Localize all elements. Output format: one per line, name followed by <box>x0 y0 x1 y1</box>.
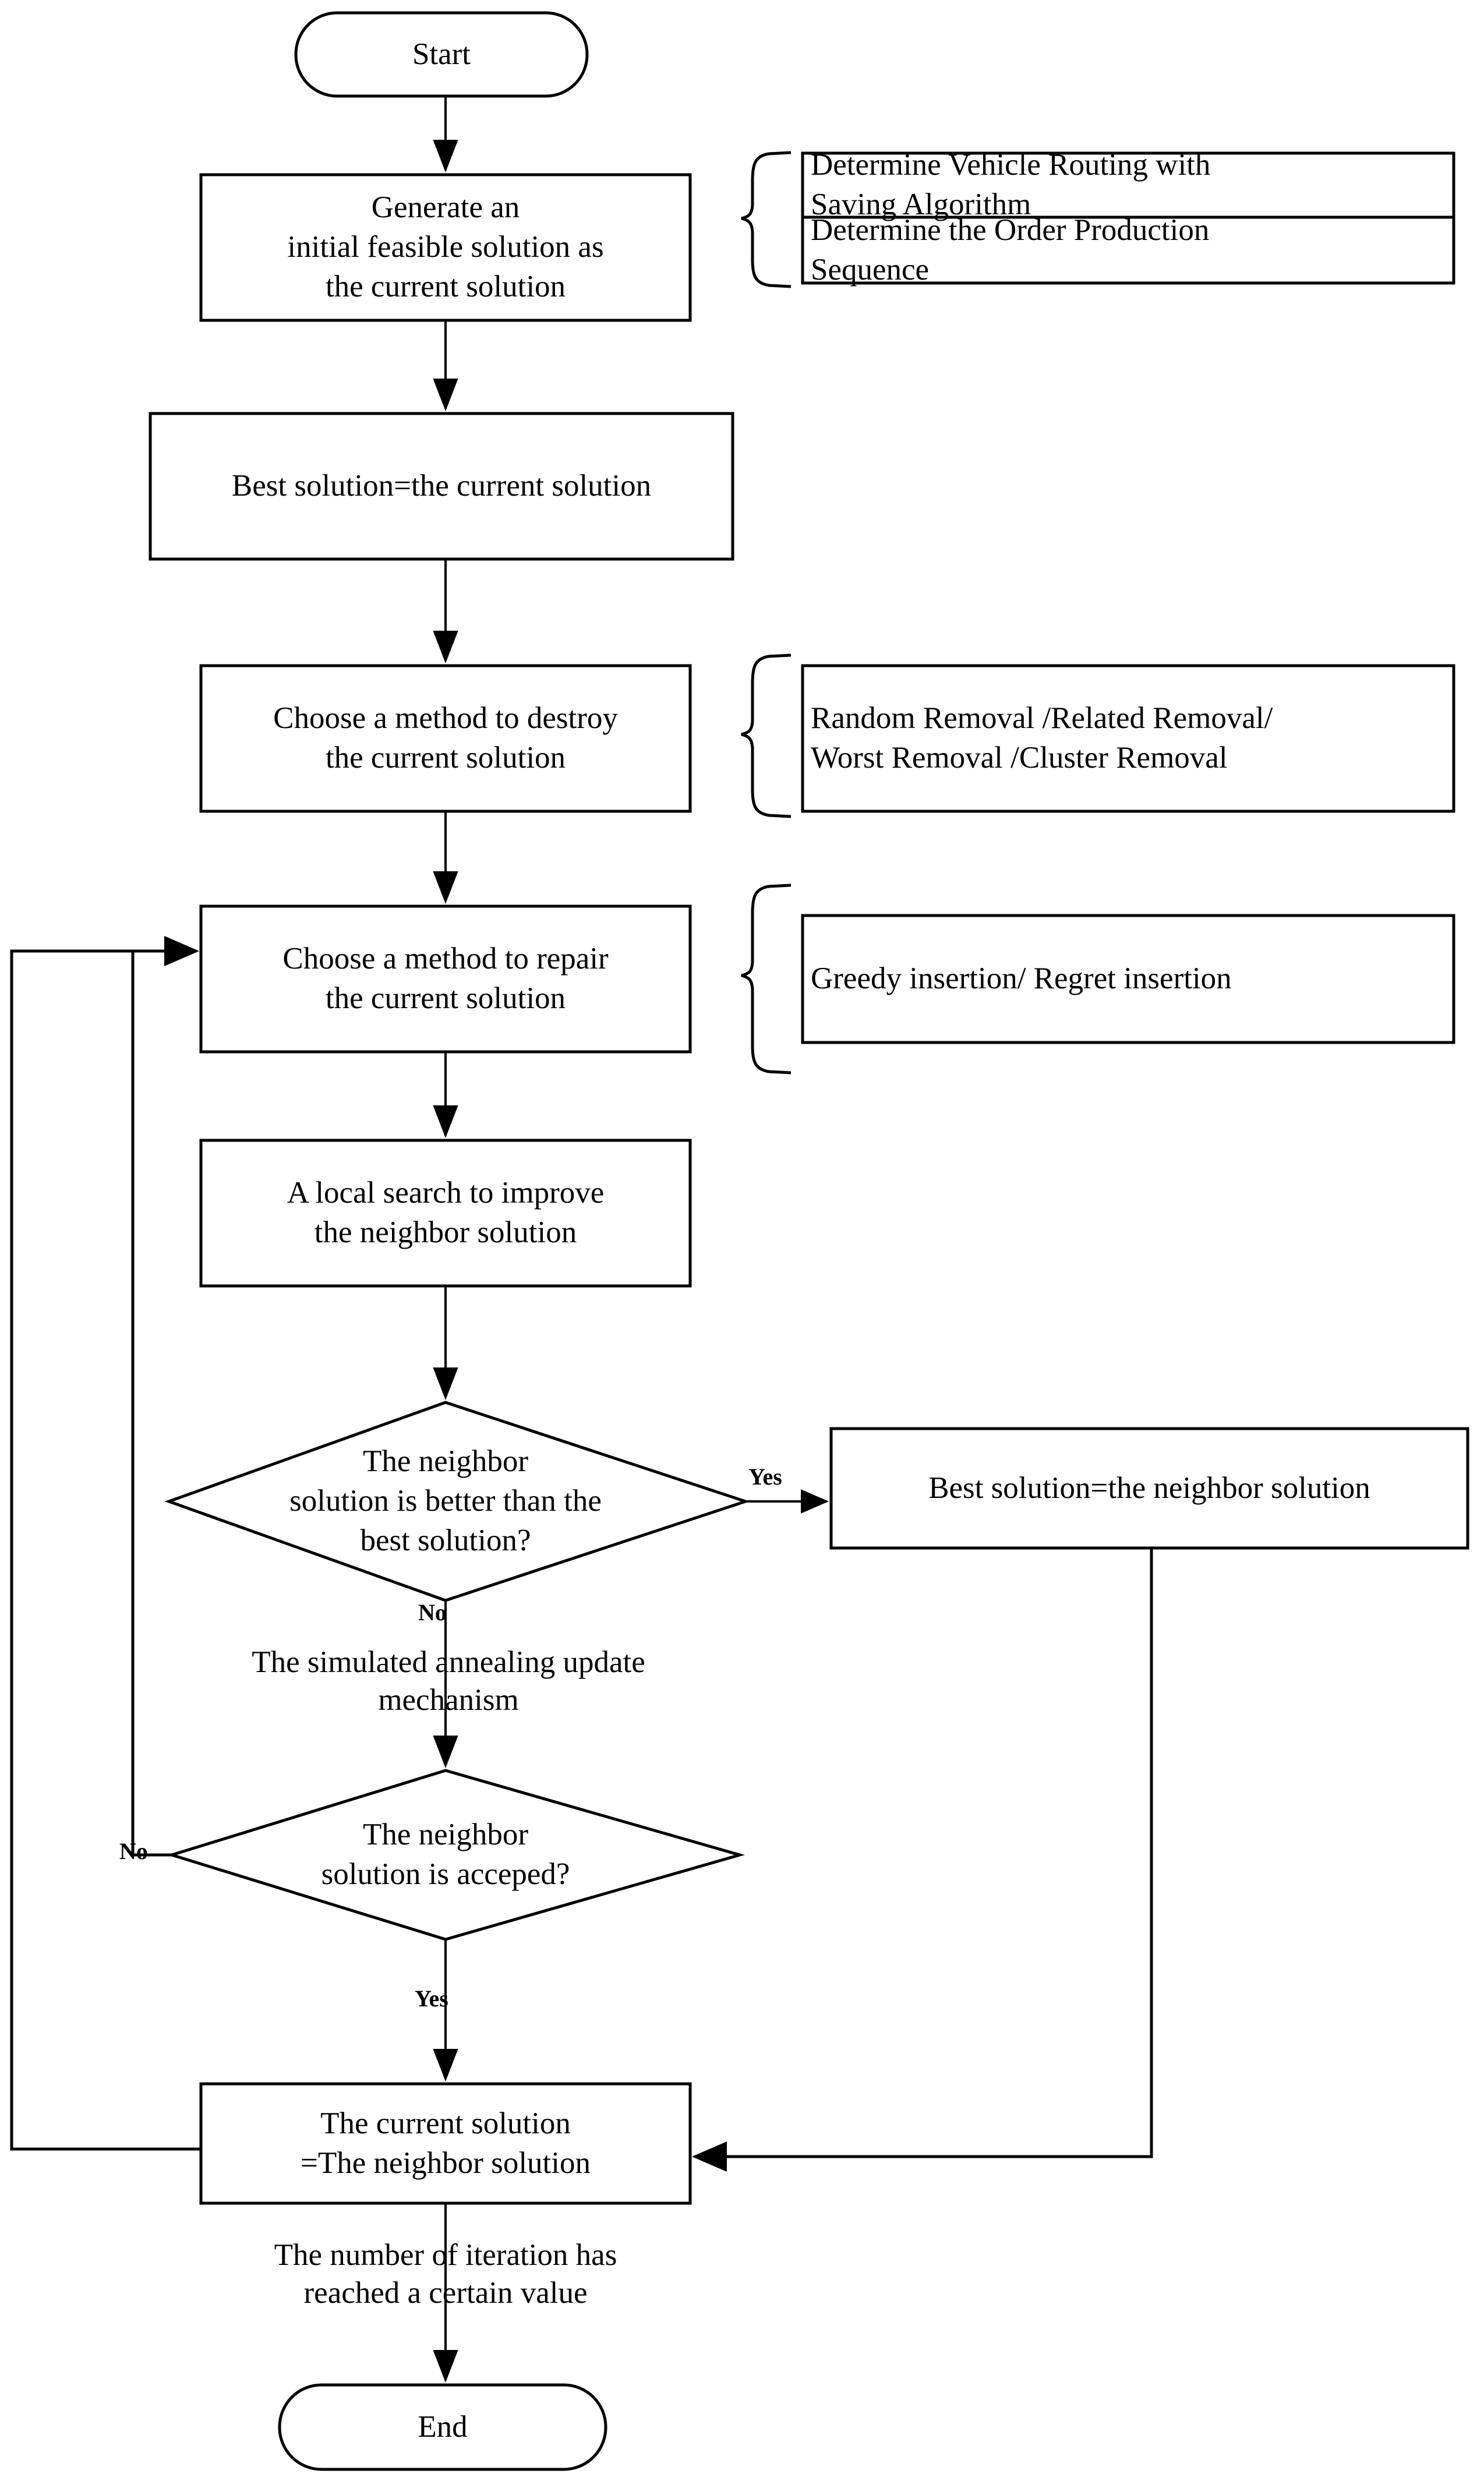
current-eq-neighbor-label[interactable]: The current solution =The neighbor solut… <box>301 2106 591 2180</box>
best-eq-neighbor-label[interactable]: Best solution=the neighbor solution <box>928 1471 1370 1505</box>
edge-label-accepted-no: No <box>119 1838 148 1864</box>
edge-label-better-no: No <box>418 1599 447 1625</box>
choose-destroy-shape <box>199 664 692 813</box>
end-shape <box>278 2383 607 2471</box>
annotation-destroy-label: Random Removal /Related Removal/ Worst R… <box>811 701 1273 775</box>
choose-destroy-label[interactable]: Choose a method to destroy the current s… <box>273 701 618 775</box>
edge-current-loop-back <box>10 936 201 2151</box>
annotation-repair-shape <box>801 914 1455 1044</box>
start-label[interactable]: Start <box>412 37 471 71</box>
edge-best-neighbor-to-current <box>692 1548 1153 2172</box>
choose-repair-shape <box>199 904 692 1054</box>
edge-label-accepted-yes: Yes <box>415 1985 448 2012</box>
annotation-repair-label: Greedy insertion/ Regret insertion <box>811 962 1232 996</box>
generate-initial-label[interactable]: Generate an initial feasible solution as… <box>287 190 604 303</box>
decision-accepted-label[interactable]: The neighbor solution is acceped? <box>321 1818 570 1891</box>
brace-destroy <box>741 653 792 818</box>
current-eq-neighbor-shape <box>199 2082 692 2205</box>
generate-initial-shape <box>199 173 692 322</box>
brace-initial <box>741 151 792 288</box>
annotation-initial-row-1-shape <box>801 151 1455 219</box>
best-eq-current-shape <box>149 412 734 561</box>
edge-decision2-no-loop <box>131 951 172 1857</box>
iteration-count-note: The number of iteration has reached a ce… <box>274 2238 617 2310</box>
choose-repair-label[interactable]: Choose a method to repair the current so… <box>282 942 609 1015</box>
best-eq-neighbor-shape <box>829 1427 1469 1550</box>
annotation-initial-row-1-label: Determine Vehicle Routing with Saving Al… <box>811 148 1211 221</box>
best-eq-current-label[interactable]: Best solution=the current solution <box>231 469 652 503</box>
end-label[interactable]: End <box>418 2409 468 2444</box>
annotation-initial-row-2-shape <box>801 215 1455 285</box>
start-shape <box>294 11 589 98</box>
decision-better-label[interactable]: The neighbor solution is better than the… <box>289 1444 602 1557</box>
local-search-label[interactable]: A local search to improve the neighbor s… <box>287 1176 605 1249</box>
simulated-annealing-note: The simulated annealing update mechanism <box>252 1645 645 1717</box>
edge-label-better-yes: Yes <box>748 1464 782 1490</box>
annotation-initial-row-2-label: Determine the Order Production Sequence <box>811 213 1210 287</box>
brace-repair <box>741 883 792 1075</box>
annotation-destroy-shape <box>801 664 1455 813</box>
